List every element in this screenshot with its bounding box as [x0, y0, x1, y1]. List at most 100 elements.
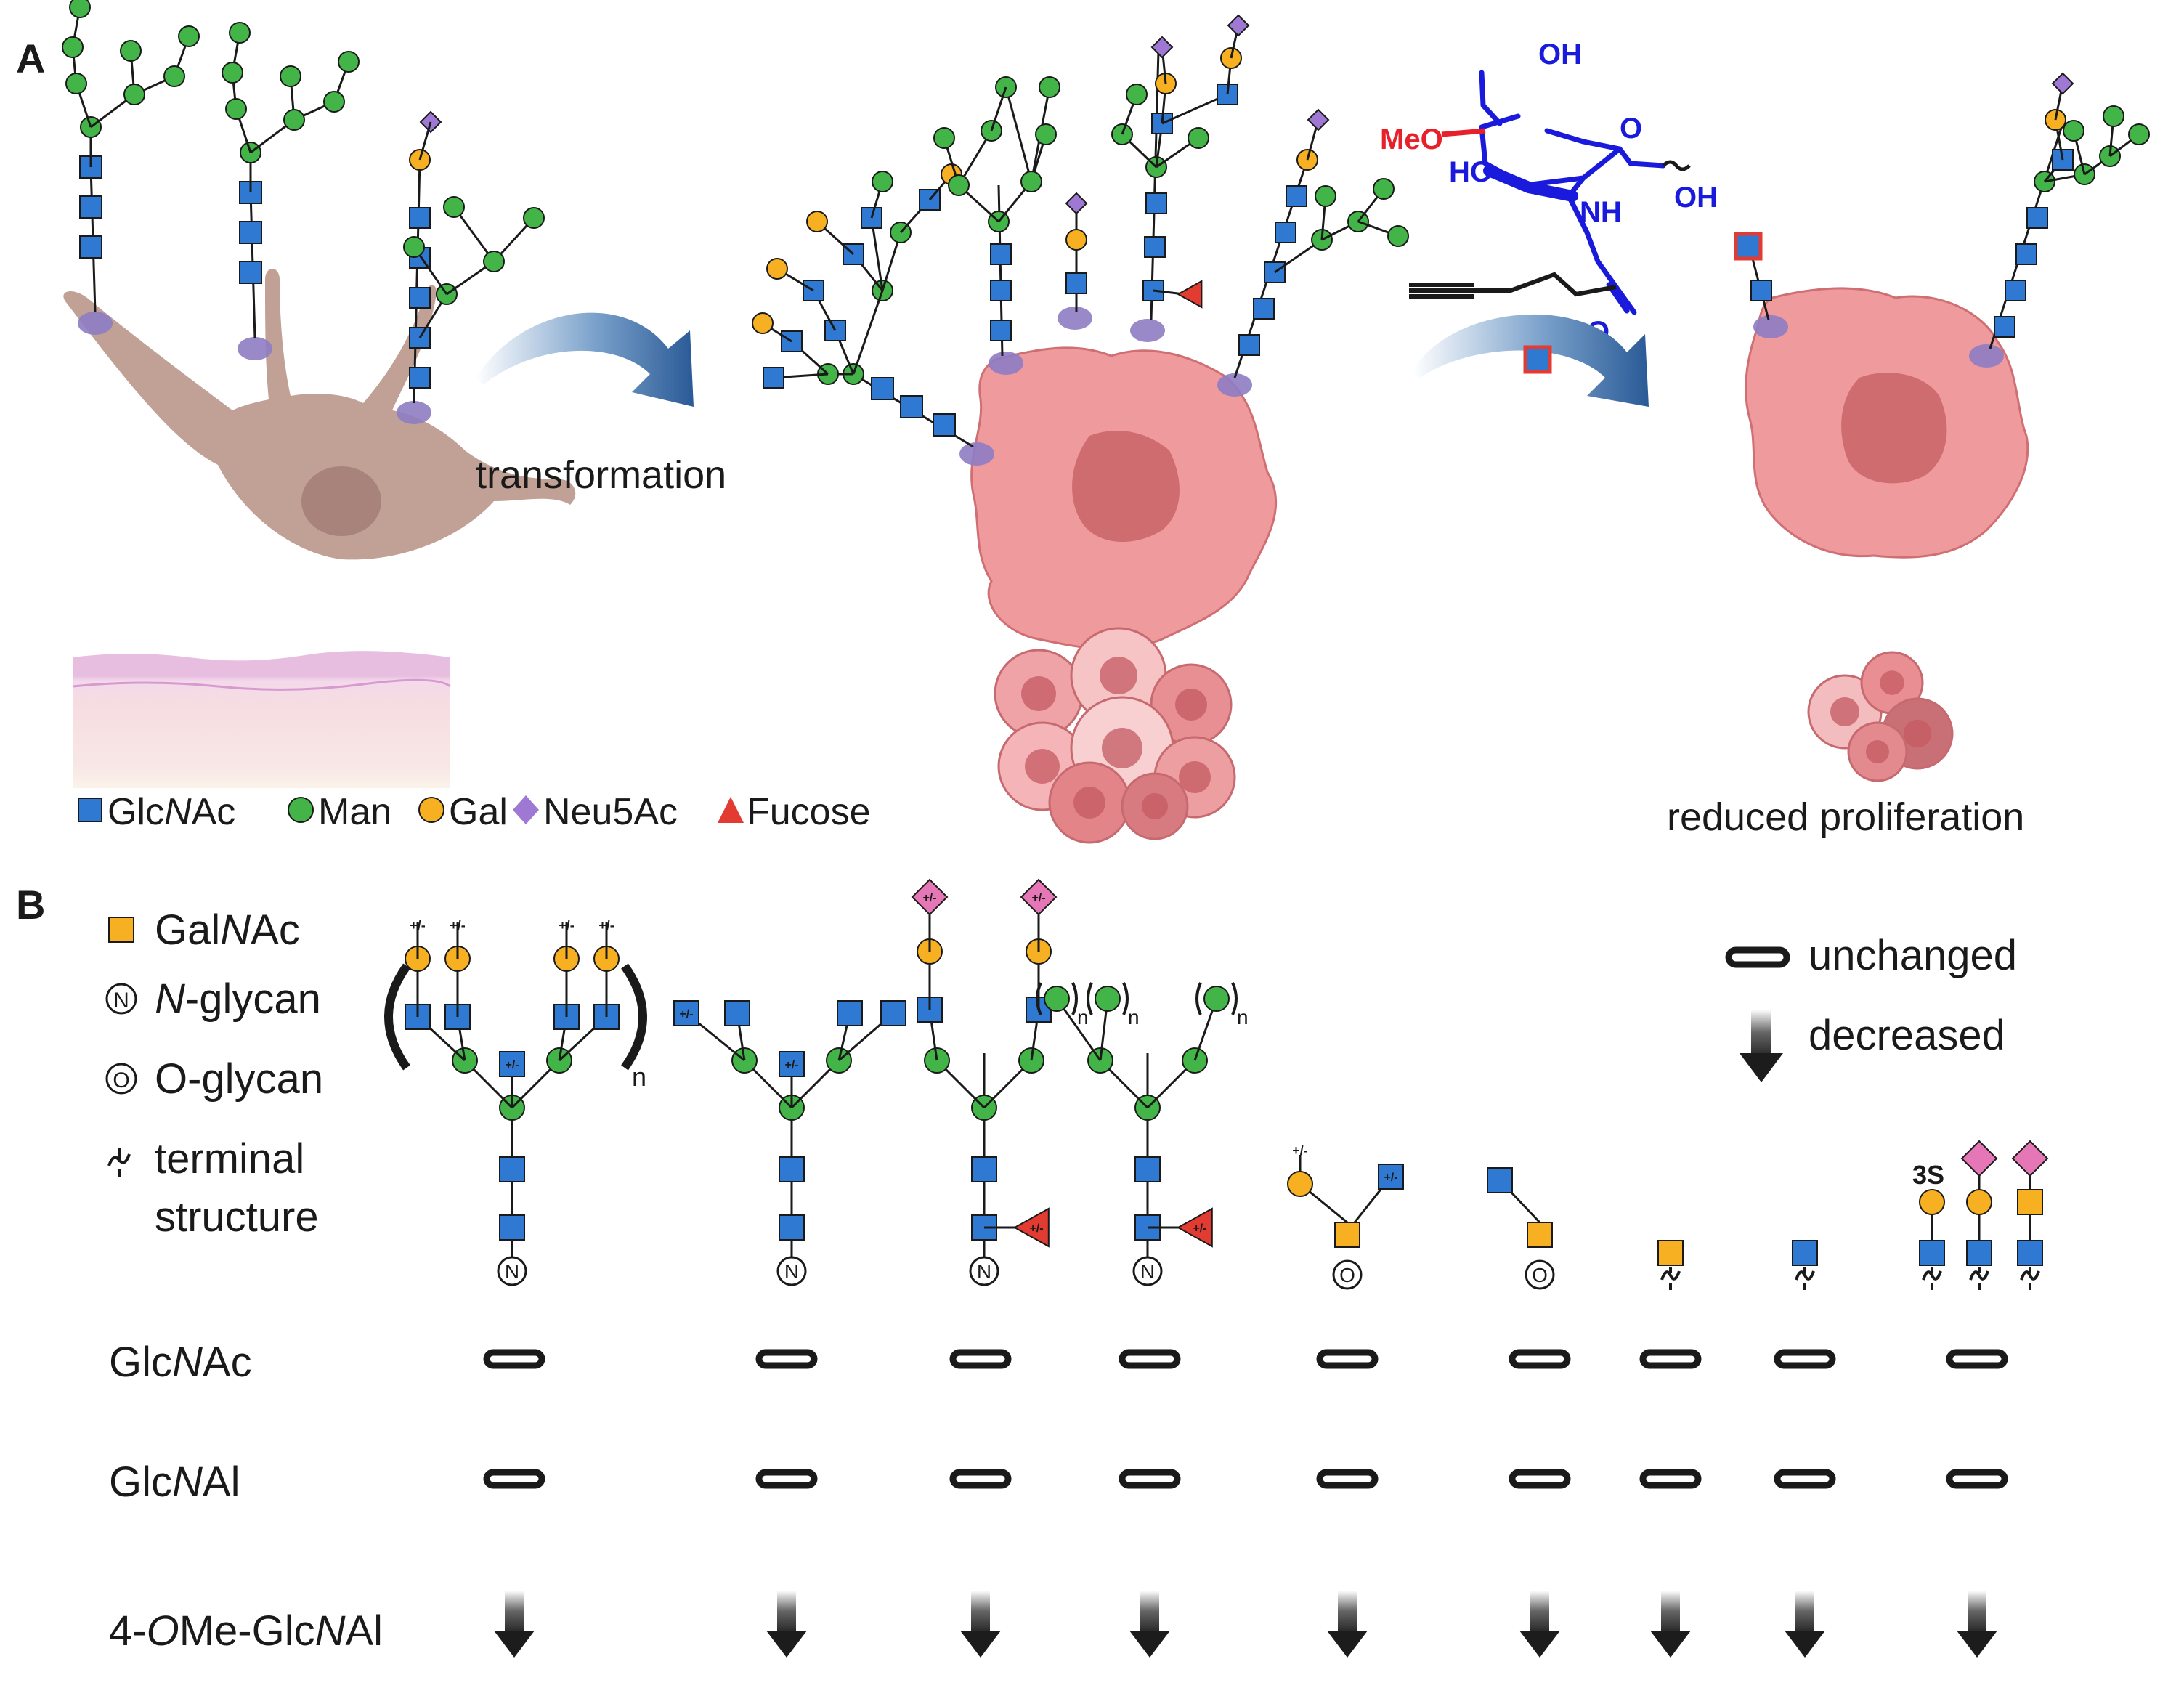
protein-anchor-icon — [397, 401, 431, 424]
unchanged-marker-icon — [1509, 1349, 1571, 1369]
man-circle-icon — [120, 40, 142, 62]
man-circle-icon — [338, 51, 360, 73]
man-circle-icon — [288, 797, 314, 823]
tumor-nucleus-icon — [1830, 697, 1859, 726]
protein-anchor-icon — [1217, 373, 1252, 397]
protein-anchor-icon — [1753, 315, 1788, 338]
glcnac-square-icon — [1487, 1167, 1513, 1193]
man-circle-icon — [443, 196, 465, 218]
tumor-nucleus-icon — [1100, 657, 1137, 694]
plus-minus-label: +/- — [922, 892, 936, 904]
decreased-label: decreased — [1809, 1012, 2005, 1059]
n-glycan-anchor-icon — [1132, 1256, 1163, 1286]
glcnac-square-icon — [763, 367, 784, 389]
man-circle-icon — [62, 36, 84, 58]
man-circle-icon — [1126, 84, 1148, 105]
repeat-n-label: n — [1077, 1006, 1089, 1028]
neu5ac-diamond-icon — [1150, 36, 1174, 59]
left-bracket-icon — [384, 963, 410, 1071]
chem-ho: HO — [1449, 156, 1493, 188]
neu5ac-diamond-icon — [1307, 108, 1330, 131]
unchanged-marker-icon — [1639, 1349, 1702, 1369]
cancer-cell-right — [1745, 287, 2029, 559]
glcnac-square-icon — [990, 320, 1012, 341]
b-legend-label: O-glycan — [155, 1055, 323, 1103]
glcnac-square-icon — [2005, 280, 2026, 301]
glcnac-square-icon — [499, 1156, 525, 1182]
glcnac-square-icon — [837, 1000, 863, 1026]
glcnac-square-icon — [1966, 1240, 1992, 1266]
repeat-bracket-icon — [1036, 982, 1042, 1015]
man-circle-icon — [225, 98, 247, 120]
man-circle-icon — [69, 0, 91, 18]
glcnac-square-icon — [779, 1051, 805, 1077]
man-circle-icon — [2063, 120, 2084, 142]
glcnac-square-icon — [78, 798, 102, 822]
man-circle-icon — [2128, 123, 2150, 145]
row-glcnal: GlcNAl — [109, 1458, 2008, 1506]
fucose-triangle-icon — [1176, 280, 1203, 309]
glcnac-square-icon — [2052, 149, 2074, 171]
b-legend-item-0: GalNAc — [108, 906, 300, 954]
fucose-triangle-icon — [718, 797, 744, 823]
tumor-nucleus-icon — [1880, 670, 1904, 695]
tumor-nucleus-icon — [1102, 728, 1142, 768]
legend-item-glcnac: GlcNAc — [78, 791, 235, 833]
man-circle-icon — [1373, 178, 1395, 200]
decreased-marker-icon — [494, 1591, 535, 1658]
tumor-nucleus-icon — [1021, 676, 1056, 711]
n-glycan-anchor-icon — [497, 1256, 527, 1286]
gal-circle-icon — [1065, 229, 1087, 251]
unchanged-marker-icon — [1639, 1469, 1702, 1489]
protein-anchor-icon — [989, 352, 1023, 375]
protein-anchor-icon — [1130, 319, 1165, 342]
glcnac-square-icon — [409, 367, 431, 389]
unchanged-marker-icon — [949, 1469, 1012, 1489]
chemical-structure: MeO OH O HO OH NH O — [1380, 38, 1718, 348]
tumor-nucleus-icon — [1179, 761, 1211, 793]
gal-circle-icon — [806, 211, 828, 232]
glcnac-square-icon — [1253, 298, 1275, 320]
glcnac-square-icon — [1065, 272, 1087, 294]
gal-circle-icon — [1966, 1189, 1992, 1215]
decreased-marker-icon — [766, 1591, 807, 1658]
glcnac-square-icon — [79, 235, 102, 259]
glcnac-square-icon — [499, 1051, 525, 1077]
chem-o-ring: O — [1620, 113, 1642, 145]
plus-minus-label: +/- — [1031, 892, 1045, 904]
transformation-arrow — [476, 312, 694, 407]
man-circle-icon — [178, 25, 200, 47]
decreased-marker-icon — [1519, 1591, 1560, 1658]
legend-item-neu5ac: Neu5Ac — [513, 791, 678, 833]
tumor-nucleus-icon — [1073, 787, 1105, 819]
man-circle-icon — [872, 171, 893, 192]
terminal-structure-icon — [1922, 1267, 1942, 1290]
man-circle-icon — [523, 207, 545, 229]
glycan-type-letter: O — [113, 1068, 129, 1092]
neu5ac-diamond-icon — [1227, 14, 1250, 37]
man-circle-icon — [1035, 123, 1057, 145]
man-circle-icon — [323, 91, 345, 113]
glcnac-square-icon — [971, 1156, 997, 1182]
legend-label: GlcNAc — [107, 791, 235, 833]
chem-meo: MeO — [1380, 123, 1443, 155]
glcnac-square-icon — [1144, 236, 1166, 258]
unchanged-marker-icon — [1316, 1469, 1379, 1489]
anchor-letter: N — [1140, 1260, 1155, 1283]
glcnac-square-icon — [409, 287, 431, 309]
legend-label: Neu5Ac — [543, 791, 678, 833]
tumor-nucleus-icon — [1025, 749, 1060, 784]
unchanged-marker-icon — [1316, 1349, 1379, 1369]
sulfate-label: 3S — [1912, 1160, 1944, 1190]
repeat-bracket-icon — [1087, 982, 1093, 1015]
decreased-marker-icon — [1785, 1591, 1825, 1658]
glcnac-square-icon — [1275, 222, 1296, 243]
decreased-marker-icon — [960, 1591, 1001, 1658]
unchanged-marker-icon — [1509, 1469, 1571, 1489]
unchanged-marker-icon — [1774, 1349, 1836, 1369]
glcnac-square-icon — [900, 395, 923, 418]
gal-circle-icon — [766, 258, 788, 280]
reduced-proliferation-label: reduced proliferation — [1667, 795, 2024, 839]
